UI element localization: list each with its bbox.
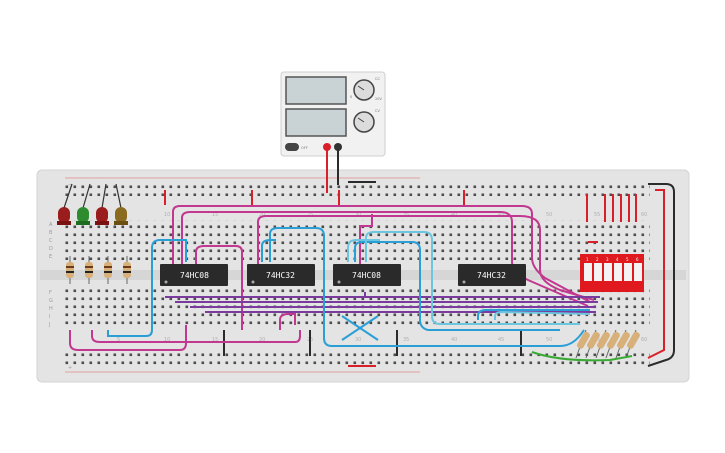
svg-text:5: 5: [117, 337, 120, 343]
led-1[interactable]: [57, 207, 71, 225]
resistor-1: [66, 256, 74, 284]
purple-wires: [165, 292, 600, 313]
negative-terminal[interactable]: [334, 143, 342, 151]
rail-minus-label: −: [68, 182, 72, 188]
resistor-3: [104, 256, 112, 284]
pulldown-resistors[interactable]: [575, 329, 641, 359]
lightblue-wires: [347, 231, 591, 325]
top-rail-holes: [62, 182, 650, 196]
bottom-rail-holes: [62, 350, 650, 366]
rail-plus-label: +: [68, 365, 72, 371]
led-4[interactable]: [114, 207, 128, 225]
svg-text:74HC08: 74HC08: [352, 271, 381, 280]
svg-text:6: 6: [636, 257, 639, 262]
svg-text:10: 10: [164, 337, 170, 343]
svg-text:74HC32: 74HC32: [266, 271, 295, 280]
svg-text:5: 5: [626, 257, 629, 262]
led-2[interactable]: [76, 207, 90, 225]
svg-text:74HC32: 74HC32: [477, 271, 506, 280]
svg-text:10: 10: [164, 212, 170, 218]
knob2-label: CV: [375, 109, 380, 113]
resistor-4: [123, 256, 131, 284]
row-labels-bottom: F G H I J: [48, 290, 53, 328]
svg-text:B: B: [49, 230, 53, 236]
svg-text:35: 35: [403, 337, 409, 343]
svg-text:C: C: [49, 238, 53, 244]
svg-text:G: G: [49, 298, 53, 304]
svg-text:2: 2: [596, 257, 599, 262]
scale-min-label: 0: [350, 95, 352, 99]
svg-text:I: I: [49, 314, 50, 320]
svg-text:A: A: [49, 222, 53, 228]
svg-text:60: 60: [641, 337, 647, 343]
svg-text:D: D: [49, 246, 53, 252]
svg-text:55: 55: [594, 212, 600, 218]
svg-text:50: 50: [546, 212, 552, 218]
chip-74hc08-2[interactable]: 74HC08: [333, 264, 401, 286]
current-display: [285, 108, 347, 137]
svg-text:J: J: [48, 322, 50, 328]
blue-wires: [107, 227, 590, 347]
knob1-label: CC: [375, 77, 380, 81]
svg-text:4: 4: [616, 257, 619, 262]
positive-terminal[interactable]: [323, 143, 331, 151]
power-button-label: OFF: [301, 146, 308, 150]
resistor-2: [85, 256, 93, 284]
svg-text:20: 20: [259, 337, 265, 343]
chip-74hc32-2[interactable]: 74HC32: [458, 264, 526, 286]
svg-text:E: E: [49, 254, 52, 260]
svg-text:40: 40: [451, 337, 457, 343]
svg-text:H: H: [49, 306, 53, 312]
svg-text:74HC08: 74HC08: [180, 271, 209, 280]
svg-text:3: 3: [606, 257, 609, 262]
svg-text:60: 60: [641, 212, 647, 218]
row-labels-top: A B C D E: [49, 222, 53, 260]
scale-max-label: 20V: [375, 97, 382, 101]
svg-text:30: 30: [355, 337, 361, 343]
svg-text:20: 20: [259, 212, 265, 218]
chip-74hc32-1[interactable]: 74HC32: [247, 264, 315, 286]
led-resistors[interactable]: [66, 256, 131, 284]
svg-text:1: 1: [586, 257, 589, 262]
chip-74hc08-1[interactable]: 74HC08: [160, 264, 228, 286]
power-button[interactable]: [285, 143, 299, 151]
voltage-display: [285, 76, 347, 105]
power-jumpers: [164, 181, 675, 367]
svg-text:15: 15: [212, 212, 218, 218]
power-supply[interactable]: CC CV 0 20V OFF: [280, 71, 386, 157]
led-3[interactable]: [95, 207, 109, 225]
svg-text:50: 50: [546, 337, 552, 343]
svg-text:F: F: [49, 290, 52, 296]
green-wire: [531, 351, 633, 362]
svg-text:15: 15: [212, 337, 218, 343]
svg-text:45: 45: [498, 337, 504, 343]
led-leads: [63, 183, 122, 209]
dip-switch[interactable]: 1 2 3 4 5 6: [580, 254, 644, 292]
